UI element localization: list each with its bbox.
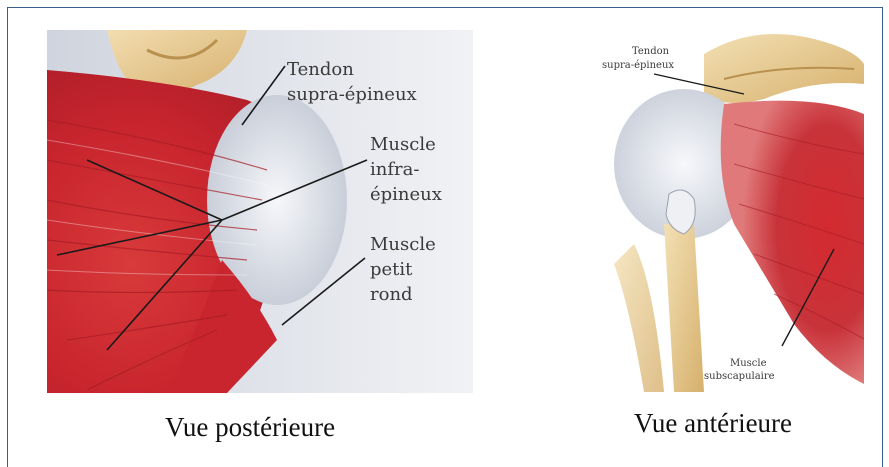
anterior-view-illustration: Tendon supra-épineux Muscle subscapulair… xyxy=(554,24,864,392)
tendon-anterior-label-line2: supra-épineux xyxy=(602,60,674,71)
posterior-view-illustration: Tendon supra-épineux Muscle infra- épine… xyxy=(47,30,473,393)
petit-rond-label-line2: petit xyxy=(370,259,413,280)
subscapular-label-line1: Muscle xyxy=(730,358,767,369)
anterior-anatomy-drawing: Tendon supra-épineux Muscle subscapulair… xyxy=(554,24,864,392)
petit-rond-label-line3: rond xyxy=(370,284,413,305)
anterior-view-caption: Vue antérieure xyxy=(634,408,792,439)
tendon-label-line1: Tendon xyxy=(287,59,354,80)
posterior-anatomy-drawing: Tendon supra-épineux Muscle infra- épine… xyxy=(47,30,473,393)
petit-rond-label-line1: Muscle xyxy=(370,234,436,255)
tendon-anterior-label-line1: Tendon xyxy=(632,46,670,57)
infra-label-line2: infra- xyxy=(370,159,419,180)
posterior-view-caption: Vue postérieure xyxy=(165,412,335,443)
tendon-label-line2: supra-épineux xyxy=(287,84,417,105)
infra-label-line1: Muscle xyxy=(370,134,436,155)
subscapular-label-line2: subscapulaire xyxy=(704,371,775,382)
infra-label-line3: épineux xyxy=(370,184,442,205)
